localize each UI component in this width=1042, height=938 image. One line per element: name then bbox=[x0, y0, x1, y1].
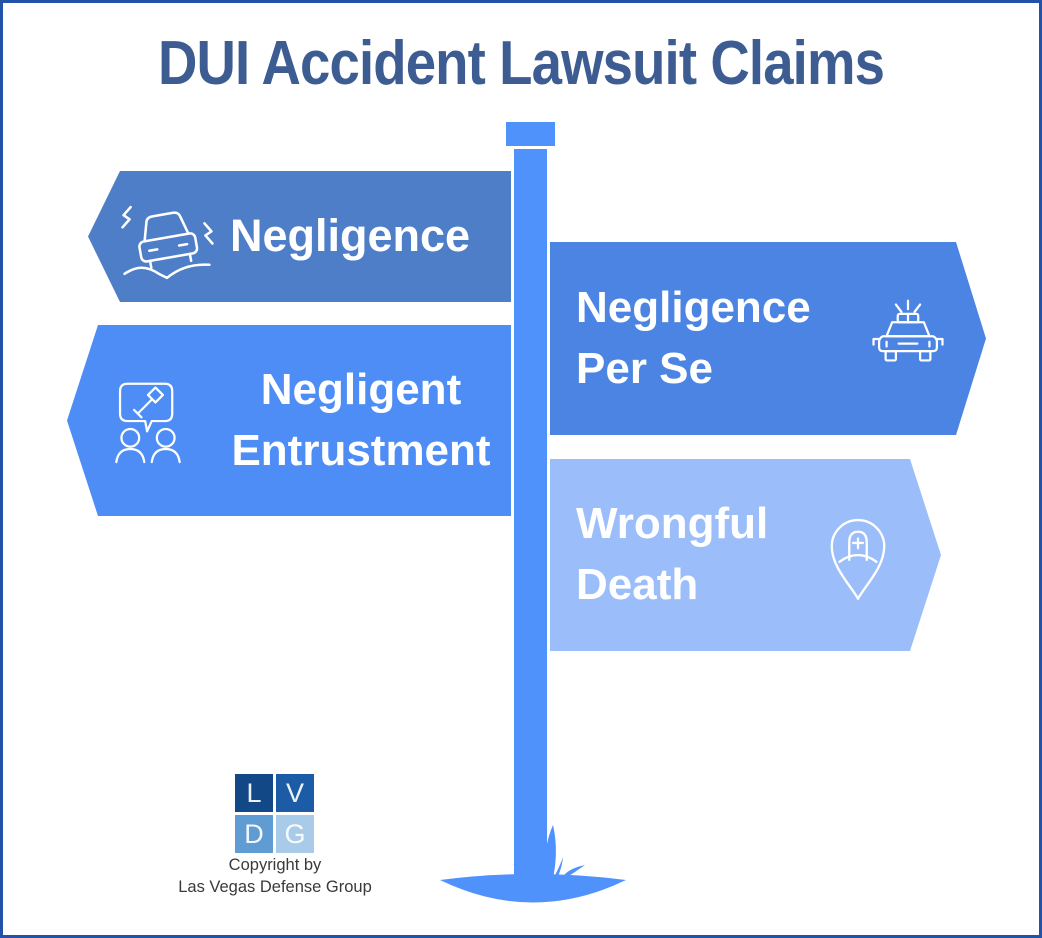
logo-square-d: D bbox=[235, 815, 273, 853]
sign-negligence: Negligence bbox=[88, 171, 511, 302]
signpost-cap bbox=[506, 122, 555, 146]
police-car-icon bbox=[870, 298, 946, 380]
sign-negligent-entrustment: Negligent Entrustment bbox=[67, 325, 511, 516]
grass-tuft bbox=[501, 823, 589, 885]
legal-discussion-icon bbox=[107, 375, 189, 469]
logo-square-l: L bbox=[235, 774, 273, 812]
copyright-line-2: Las Vegas Defense Group bbox=[178, 878, 372, 897]
ground-mound bbox=[440, 863, 626, 913]
sign-label-negligence: Negligence bbox=[230, 210, 471, 262]
lvdg-logo: L V D G bbox=[235, 774, 314, 853]
page-title: DUI Accident Lawsuit Claims bbox=[157, 29, 885, 98]
logo-square-g: G bbox=[276, 815, 314, 853]
sign-label-wrongful-death: Wrongful Death bbox=[576, 499, 769, 609]
sign-label-negligent-entrustment: Negligent Entrustment bbox=[231, 364, 491, 475]
sign-negligence-per-se: Negligence Per Se bbox=[550, 242, 986, 435]
sign-wrongful-death: Wrongful Death bbox=[550, 459, 941, 651]
copyright-text: Copyright by Las Vegas Defense Group bbox=[125, 854, 425, 899]
memorial-pin-icon bbox=[824, 511, 892, 603]
signpost-pole bbox=[514, 149, 547, 883]
sign-label-negligence-per-se: Negligence Per Se bbox=[576, 282, 811, 393]
copyright-line-1: Copyright by bbox=[228, 856, 322, 874]
logo-square-v: V bbox=[276, 774, 314, 812]
car-skid-icon bbox=[116, 195, 218, 291]
